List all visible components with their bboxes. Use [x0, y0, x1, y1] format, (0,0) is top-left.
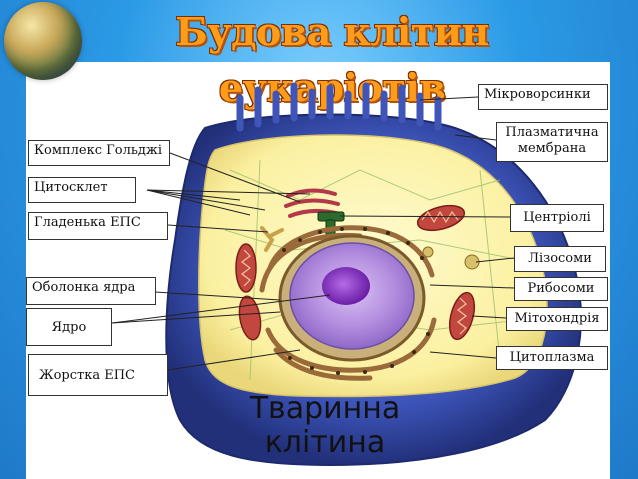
label-plasma-membrane-line1: Плазматична: [505, 125, 599, 140]
diagram-caption: Тваринна клітина: [200, 392, 450, 460]
ribosomes: [282, 227, 430, 375]
microvilli: [236, 82, 442, 132]
caption-line2: клітина: [264, 425, 386, 460]
label-cytoplasm: Цитоплазма: [496, 346, 608, 370]
label-rough-er: Жорстка ЕПС: [28, 354, 168, 396]
mitochondria-cristae: [241, 210, 467, 335]
label-nuclear-envelope: Оболонка ядра: [26, 277, 156, 305]
caption-line1: Тваринна: [249, 391, 401, 426]
label-centrioles: Центріолі: [510, 204, 604, 232]
label-lysosomes: Лізосоми: [514, 246, 606, 272]
leader-lines: [111, 96, 515, 371]
label-plasma-membrane: Плазматична мембрана: [496, 122, 608, 162]
label-plasma-membrane-line2: мембрана: [517, 141, 587, 156]
label-cytoskeleton: Цитосклет: [28, 177, 136, 203]
globe-icon: [4, 2, 82, 80]
mitochondria: [235, 204, 476, 341]
label-nucleus: Ядро: [26, 308, 112, 346]
label-smooth-er: Гладенька ЕПС: [28, 212, 168, 240]
label-mitochondria: Мітохондрія: [506, 307, 608, 331]
label-ribosomes: Рибосоми: [514, 277, 608, 301]
label-microvilli: Мікроворсинки: [478, 84, 608, 110]
label-golgi: Комплекс Гольджі: [28, 140, 170, 166]
nucleolus: [322, 267, 370, 305]
